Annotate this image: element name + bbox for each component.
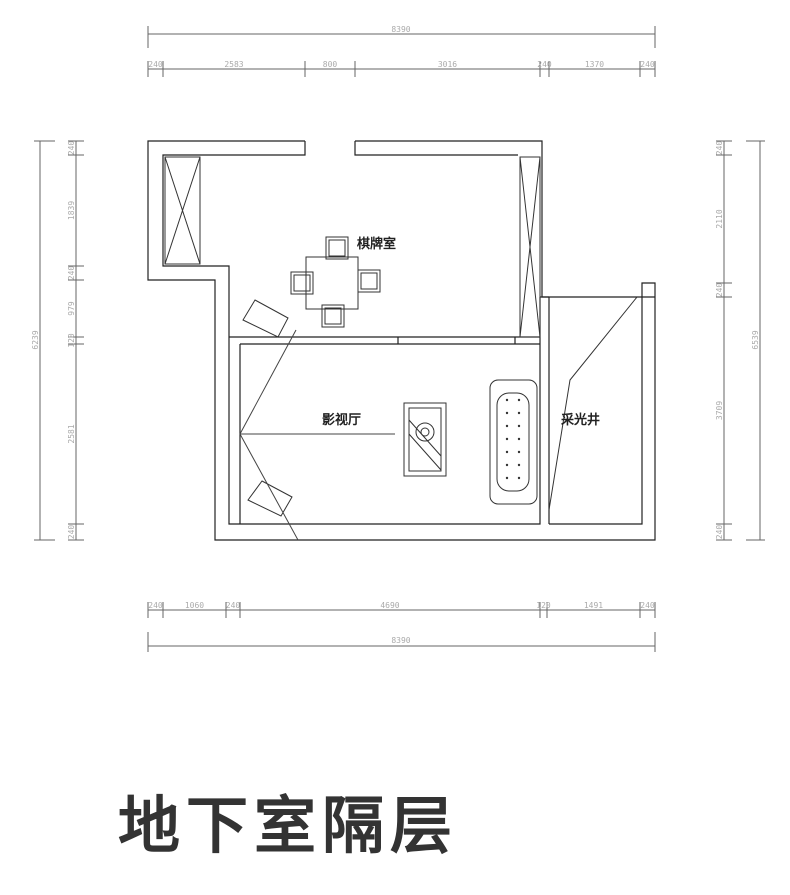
- drawing-title: 地下室隔层: [118, 789, 459, 862]
- dim-top-total: 8390: [391, 25, 410, 34]
- dim-value: 979: [67, 301, 76, 316]
- dimension-lines: [34, 26, 765, 652]
- room-label-chess: 棋牌室: [356, 236, 396, 252]
- sofa-tuft: [517, 424, 521, 428]
- dim-value: 2583: [224, 60, 243, 69]
- sofa-tuft: [505, 411, 509, 415]
- sofa-tuft: [517, 476, 521, 480]
- dim-value: 240: [715, 525, 724, 540]
- dim-left-total: 6239: [31, 330, 40, 349]
- sofa-tuft: [505, 476, 509, 480]
- dim-value: 120: [536, 601, 551, 610]
- sofa-tuft: [505, 450, 509, 454]
- tv-sightlines: [239, 329, 395, 541]
- dim-value: 240: [640, 601, 655, 610]
- sofa-tuft: [517, 398, 521, 402]
- dim-value: 2581: [67, 424, 76, 443]
- room-label-theater: 影视厅: [322, 412, 361, 428]
- sofa-tuft: [517, 437, 521, 441]
- sofa-tuft: [505, 398, 509, 402]
- sofa-tuft: [505, 437, 509, 441]
- sofa: [489, 379, 538, 505]
- dim-value: 240: [67, 141, 76, 156]
- dim-value: 4690: [380, 601, 399, 610]
- dim-value: 240: [148, 601, 163, 610]
- light-well-slope: [548, 296, 638, 511]
- mahjong-table: [290, 236, 381, 328]
- dim-value: 240: [67, 266, 76, 281]
- plant-decor: [242, 299, 293, 517]
- walls: [147, 140, 656, 541]
- dim-value: 240: [537, 60, 552, 69]
- wardrobe-left: [164, 156, 201, 265]
- sofa-tuft: [505, 463, 509, 467]
- sofa-tuft: [505, 424, 509, 428]
- dim-value: 240: [226, 601, 241, 610]
- dim-value: 1370: [585, 60, 604, 69]
- dim-value: 120: [67, 333, 76, 348]
- dim-value: 240: [715, 141, 724, 156]
- dim-bottom-total: 8390: [391, 636, 410, 645]
- dim-value: 240: [148, 60, 163, 69]
- wardrobe-right: [519, 156, 541, 338]
- dim-value: 1839: [67, 201, 76, 220]
- room-label-light-well: 采光井: [560, 412, 600, 428]
- dim-value: 1060: [185, 601, 204, 610]
- dim-value: 1491: [584, 601, 603, 610]
- dim-value: 240: [640, 60, 655, 69]
- sofa-tuft: [517, 463, 521, 467]
- dim-value: 240: [715, 283, 724, 298]
- dim-right-total: 6539: [751, 330, 760, 349]
- sofa-tuft: [517, 411, 521, 415]
- dim-value: 3709: [715, 401, 724, 420]
- sofa-tuft: [517, 450, 521, 454]
- dim-value: 2110: [715, 209, 724, 228]
- dim-value: 3016: [438, 60, 457, 69]
- dim-value: 240: [67, 525, 76, 540]
- coffee-table: [403, 402, 447, 477]
- dim-value: 800: [323, 60, 338, 69]
